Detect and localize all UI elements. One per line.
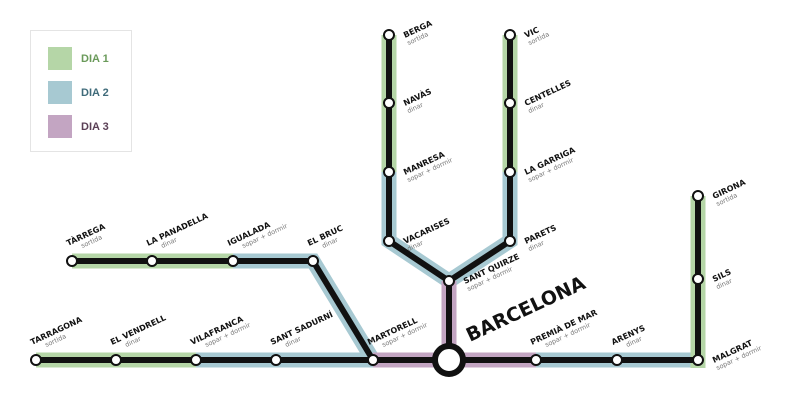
- legend: DIA 1 DIA 2 DIA 3: [30, 30, 132, 152]
- legend-label: DIA 1: [81, 52, 109, 65]
- station-name: VACARISES: [402, 216, 451, 245]
- legend-item-dia-2: DIA 2: [48, 81, 109, 104]
- station-marker[interactable]: [30, 354, 42, 366]
- legend-item-dia-1: DIA 1: [48, 47, 109, 70]
- legend-label: DIA 2: [81, 86, 109, 99]
- station-marker[interactable]: [530, 354, 542, 366]
- legend-swatch-green: [48, 47, 72, 70]
- station-marker[interactable]: [504, 166, 516, 178]
- band-dia2-igualada: [233, 253, 380, 364]
- legend-item-dia-3: DIA 3: [48, 115, 109, 138]
- barcelona-hub-marker[interactable]: [432, 343, 466, 377]
- station-marker[interactable]: [307, 255, 319, 267]
- station-marker[interactable]: [190, 354, 202, 366]
- station-marker[interactable]: [443, 275, 455, 287]
- station-marker[interactable]: [383, 97, 395, 109]
- station-marker[interactable]: [692, 273, 704, 285]
- legend-label: DIA 3: [81, 120, 109, 133]
- station-marker[interactable]: [270, 354, 282, 366]
- station-marker[interactable]: [110, 354, 122, 366]
- station-marker[interactable]: [383, 29, 395, 41]
- station-marker[interactable]: [504, 235, 516, 247]
- station-marker[interactable]: [66, 255, 78, 267]
- station-marker[interactable]: [611, 354, 623, 366]
- station-marker[interactable]: [692, 190, 704, 202]
- station-marker[interactable]: [504, 29, 516, 41]
- station-name: CENTELLES: [523, 78, 573, 108]
- station-marker[interactable]: [367, 354, 379, 366]
- station-marker[interactable]: [692, 354, 704, 366]
- line-berga: [386, 35, 452, 360]
- station-marker[interactable]: [383, 166, 395, 178]
- day-bands: [36, 35, 706, 368]
- legend-swatch-purple: [48, 115, 72, 138]
- station-marker[interactable]: [504, 97, 516, 109]
- station-marker[interactable]: [146, 255, 158, 267]
- route-lines: [36, 35, 701, 363]
- station-marker[interactable]: [227, 255, 239, 267]
- line-vic: [447, 35, 513, 284]
- station-marker[interactable]: [383, 235, 395, 247]
- legend-swatch-blue: [48, 81, 72, 104]
